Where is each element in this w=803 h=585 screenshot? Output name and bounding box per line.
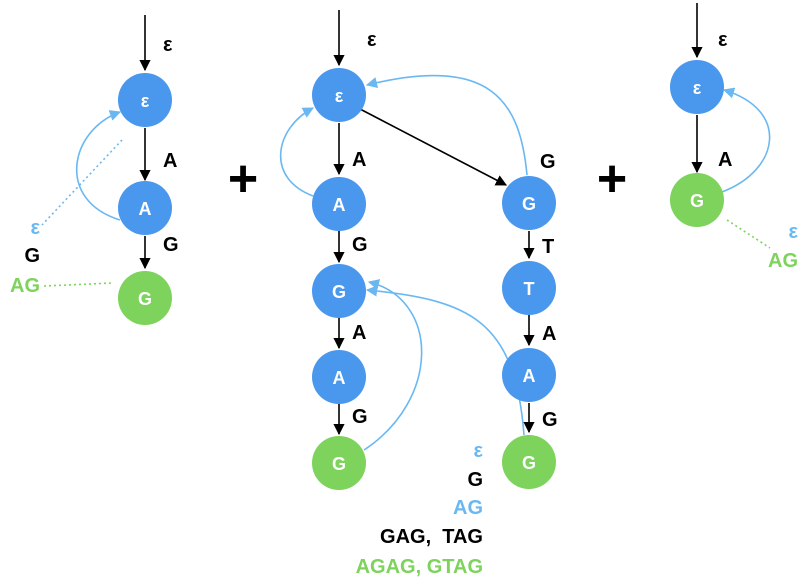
tree2-node-g4-label: G [522,453,536,473]
tree1-output-link-ag [43,282,113,287]
tree2-node-t-label: T [524,279,535,299]
tree2-node-t [502,261,556,315]
tree3-output-link [726,219,771,249]
tree2-failure-link-g3 [365,74,528,176]
tree1-output-epsilon: ε [31,217,41,239]
tree2-output-agag-gtag: AGAG, GTAG [356,556,483,578]
tree2-output-gag-tag: GAG, TAG [380,526,483,548]
tree2-node-a1 [312,177,366,231]
tree1-node-a [118,181,172,235]
tree-1: ε A G ε A G ε G AG [10,15,179,325]
plus-operator-2: + [597,150,627,208]
tree1-node-g-label: G [138,289,152,309]
tree1-output-link-epsilon [41,139,123,226]
tree2-node-g1 [312,264,366,318]
tree1-output-g: G [24,245,40,267]
tree3-node-root [670,60,724,114]
tree2-node-g1-label: G [332,282,346,302]
tree2-node-g3 [502,176,556,230]
tree1-incoming-label: ε [163,34,173,56]
tree2-failure-link-g4 [365,285,525,436]
tree2-edge-label-root-a1: A [352,149,366,171]
tree1-failure-link [76,110,122,221]
tree3-failure-link [721,87,771,193]
tree2-failure-link-g2 [363,279,423,451]
tree-2: ε A G A G G T A G ε A G A G G [279,10,558,578]
tree2-node-g2 [312,436,366,490]
tree2-node-g3-label: G [522,194,536,214]
tree2-output-epsilon: ε [474,440,484,462]
tree2-failure-link-a1 [279,107,314,197]
tree2-edge-label-t-a3: A [542,323,556,345]
tree2-node-a2 [312,350,366,404]
tree1-node-a-label: A [139,199,152,219]
tree2-edge-label-root-g3: G [540,151,556,173]
tree2-output-g: G [467,469,483,491]
tree2-node-a2-label: A [333,368,346,388]
tree1-node-root-label: ε [141,91,150,111]
tree2-node-g4 [502,435,556,489]
tree2-edge-label-a2-g2: G [352,406,368,428]
tree2-node-a1-label: A [333,195,346,215]
tree2-node-a3-label: A [523,366,536,386]
tree2-incoming-label: ε [367,29,377,51]
tree3-node-g-label: G [690,191,704,211]
tree1-node-g [118,271,172,325]
tree2-edge-label-g1-a2: A [352,322,366,344]
tree1-edge-label-g: G [163,234,179,256]
tree2-node-g2-label: G [332,454,346,474]
tree1-node-root [118,73,172,127]
tree2-node-root-label: ε [335,86,344,106]
tree2-edge-label-a3-g4: G [542,409,558,431]
tree1-edge-label-a: A [163,150,177,172]
plus-operator-1: + [228,150,258,208]
tree3-output-epsilon: ε [789,221,799,243]
tree3-node-g [670,173,724,227]
tree2-edge-label-g3-t: T [542,236,554,258]
tree2-node-root [312,68,366,122]
tree2-node-a3 [502,348,556,402]
tree-3: ε A ε G ε AG [670,3,799,272]
tree2-edge-label-a1-g1: G [352,234,368,256]
tree1-output-ag: AG [10,275,40,297]
tree3-output-ag: AG [768,250,798,272]
tree3-incoming-label: ε [718,29,728,51]
tree2-output-ag: AG [453,497,483,519]
tree3-edge-label-a: A [718,149,732,171]
tree3-node-root-label: ε [693,78,702,98]
tree2-edge-root-g3 [359,108,507,186]
